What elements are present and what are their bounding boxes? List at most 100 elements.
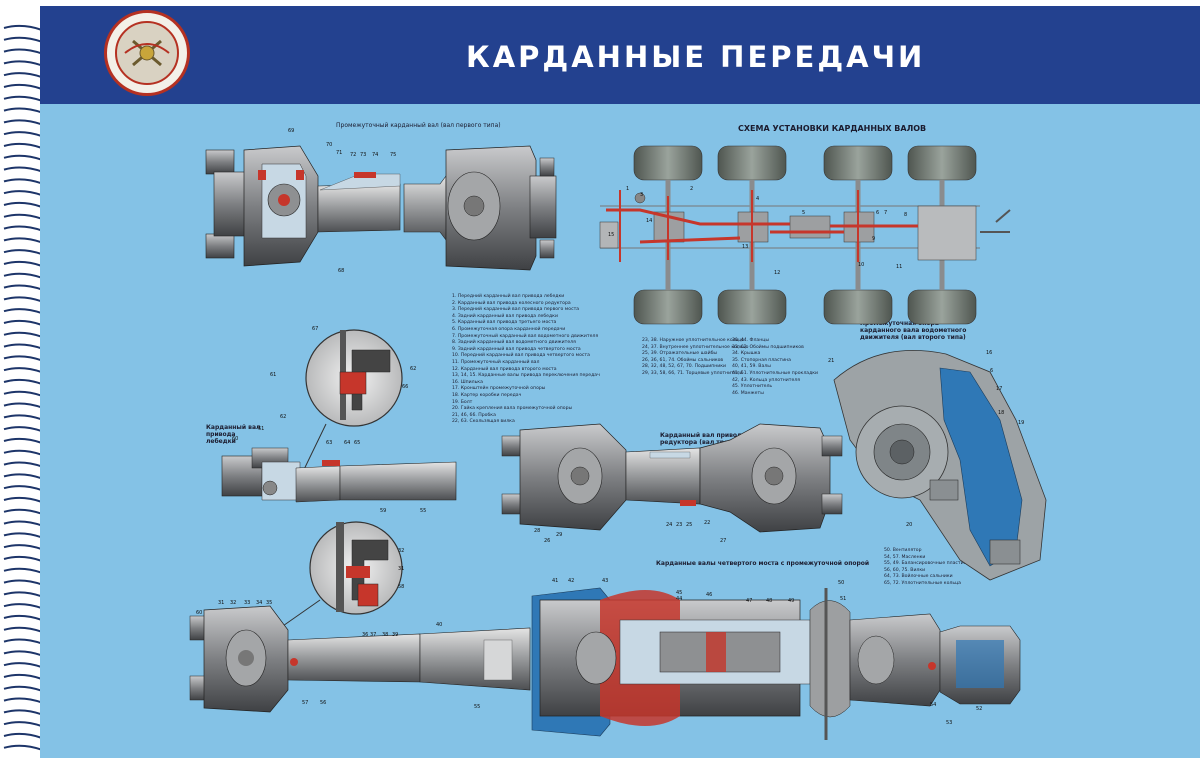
callout-number: 65 (354, 440, 361, 446)
legend-item: 30, 44. Фланцы (732, 338, 769, 343)
binding-ring (3, 213, 43, 220)
callout-number: 4 (756, 196, 760, 202)
callout-number: 45 (676, 590, 683, 596)
legend-item: 16. Шпилька (452, 379, 483, 385)
legend-item: 65, 72. Уплотнительные кольца (884, 580, 961, 586)
callout-number: 6 (990, 368, 994, 374)
binding-ring (3, 107, 43, 114)
callout-number: 72 (350, 152, 357, 158)
legend-item: 8. Задний карданный вал водометного движ… (452, 340, 576, 346)
callout-number: 43 (602, 578, 609, 584)
binding-ring (3, 378, 43, 385)
legend-item: 22, 63. Скользящая вилка (452, 419, 515, 425)
callout-number: 28 (534, 528, 541, 534)
callout-number: 63 (326, 440, 333, 446)
spiral-binding (3, 24, 43, 751)
callout-number: 69 (288, 128, 295, 134)
legend-item: 45. Уплотнитель (732, 384, 773, 390)
callout-number: 25 (686, 522, 693, 528)
callout-number: 11 (896, 264, 903, 270)
binding-ring (3, 520, 43, 527)
callout-number: 40 (436, 622, 443, 628)
legend-item: 24, 37. Внутреннее уплотнительное кольцо (642, 344, 749, 350)
callout-number: 67 (312, 326, 319, 332)
callout-number: 62 (280, 414, 287, 420)
reducer-shaft-drawing (501, 423, 843, 533)
legend-item: 50. Вентилятор (884, 548, 922, 553)
binding-ring (3, 473, 43, 480)
binding-ring (3, 449, 43, 456)
callout-number: 37 (370, 632, 377, 638)
callout-number: 31 (398, 566, 405, 572)
callout-number: 31 (218, 600, 225, 606)
binding-ring (3, 567, 43, 574)
callout-number: 60 (232, 436, 239, 442)
poster-title: КАРДАННЫЕ ПЕРЕДАЧИ (466, 40, 926, 74)
callout-number: 64 (344, 440, 351, 446)
callout-number: 22 (704, 520, 711, 526)
callout-number: 49 (788, 598, 795, 604)
callout-number: 36 (362, 632, 369, 638)
binding-ring (3, 555, 43, 562)
binding-ring (3, 496, 43, 503)
legend-item: 20. Гайка крепления вала промежуточной о… (452, 406, 573, 412)
callout-number: 53 (946, 720, 953, 726)
callout-number: 60 (196, 610, 203, 616)
zoom-circle-seal-2 (279, 521, 403, 629)
callout-number: 1 (626, 186, 630, 192)
callout-number: 27 (720, 538, 727, 544)
legend-item: 25, 39. Отражательные шайбы (642, 351, 718, 357)
binding-ring (3, 225, 43, 232)
legend-item: 33, 62. Обоймы подшипников (732, 344, 804, 350)
callout-number: 2 (690, 186, 694, 192)
callout-number: 23 (676, 522, 683, 528)
legend-item: 12. Карданный вал привода второго моста (452, 366, 557, 372)
legend-item: 41, 51. Уплотнительные прокладки (732, 370, 819, 376)
callout-number: 44 (676, 596, 683, 602)
callout-number: 71 (336, 150, 343, 156)
callout-number: 24 (666, 522, 673, 528)
legend-item: 34. Крышка (732, 351, 761, 357)
binding-ring (3, 709, 43, 716)
legend-item: 1. Передний карданный вал привода лебедк… (452, 294, 565, 299)
callout-number: 55 (420, 508, 427, 514)
callout-number: 3 (640, 192, 644, 198)
legend-item: 3. Передний карданный вал привода первог… (452, 307, 580, 313)
callout-number: 56 (320, 700, 327, 706)
legend-item: 17. Кронштейн промежуточной опоры (452, 386, 546, 392)
callout-number: 35 (266, 600, 273, 606)
binding-ring (3, 402, 43, 409)
binding-ring (3, 544, 43, 551)
binding-ring (3, 343, 43, 350)
callout-number: 13 (742, 244, 749, 250)
callout-number: 10 (858, 262, 865, 268)
heading-support: Промежуточная опора карданного вала водо… (860, 320, 967, 341)
binding-ring (3, 355, 43, 362)
legend-item: 40, 41, 59. Валы (732, 364, 771, 370)
callout-number: 7 (884, 210, 888, 216)
legend-item: 6. Промежуточная опора карданной передач… (452, 326, 566, 332)
callout-number: 75 (390, 152, 397, 158)
legend-item: 42, 43. Кольца уплотнителя (732, 377, 800, 383)
binding-ring (3, 249, 43, 256)
winch-shaft-drawing (221, 447, 457, 503)
binding-ring (3, 131, 43, 138)
callout-number: 55 (474, 704, 481, 710)
binding-ring (3, 390, 43, 397)
callout-number: 32 (398, 548, 405, 554)
binding-ring (3, 732, 43, 739)
binding-ring (3, 319, 43, 326)
callout-number: 18 (998, 410, 1005, 416)
zoom-circle-winch-seal (295, 329, 403, 487)
scheme-wheels-top (633, 145, 977, 181)
binding-ring (3, 650, 43, 657)
legend-item: 29, 33, 58, 66, 71. Торцевые уплотнители (642, 370, 743, 376)
binding-ring (3, 284, 43, 291)
binding-ring (3, 367, 43, 374)
callout-number: 21 (828, 358, 835, 364)
binding-ring (3, 36, 43, 43)
legend-item: 35. Стопорная пластина (732, 357, 791, 363)
